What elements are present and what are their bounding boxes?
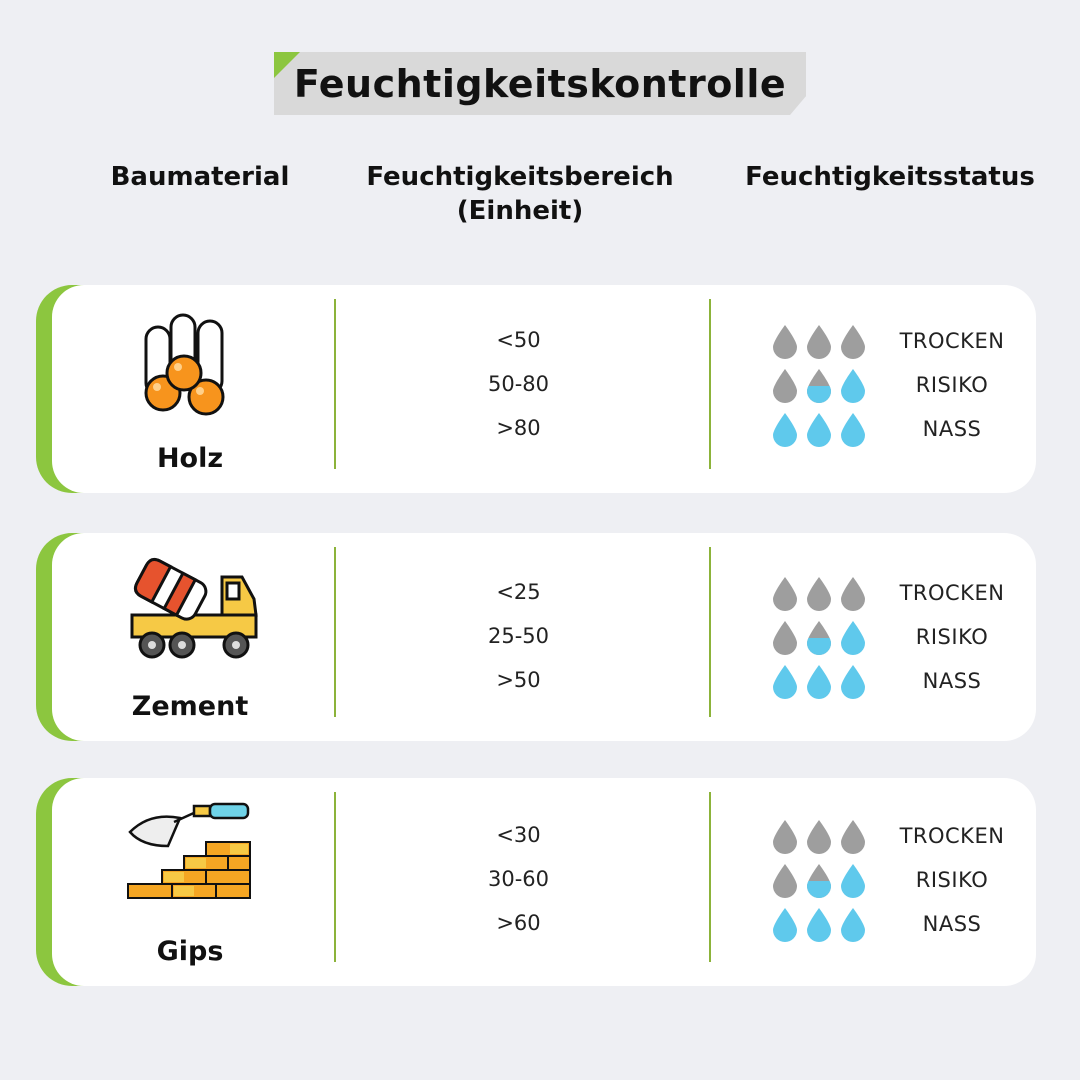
column-divider xyxy=(334,299,336,469)
status-label-dry: TROCKEN xyxy=(899,824,1005,848)
column-divider xyxy=(709,299,711,469)
range-list: <30 30-60 >60 xyxy=(416,820,621,952)
wet-drops-icon xyxy=(770,906,882,942)
material-card-zement: Zement <25 25-50 >50 TROCKEN RISIKO xyxy=(36,533,1036,741)
status-label-wet: NASS xyxy=(922,417,982,441)
range-dry: <25 xyxy=(496,580,541,604)
column-divider xyxy=(334,792,336,962)
status-row-wet: NASS xyxy=(770,659,1030,703)
header-range-line1: Feuchtigkeitsbereich xyxy=(366,162,674,192)
status-label-dry: TROCKEN xyxy=(899,329,1005,353)
status-row-dry: TROCKEN xyxy=(770,571,1030,615)
trowel-bricks-icon xyxy=(124,802,254,906)
range-wet: >50 xyxy=(496,668,541,692)
wet-drops-icon xyxy=(770,663,882,699)
dry-drops-icon xyxy=(770,323,882,359)
risk-drops-icon xyxy=(770,619,882,655)
header-range: Feuchtigkeitsbereich (Einheit) xyxy=(340,160,700,228)
page-title: Feuchtigkeitskontrolle xyxy=(293,61,787,106)
range-dry: <50 xyxy=(496,328,541,352)
title-background xyxy=(274,52,806,115)
risk-drops-icon xyxy=(770,862,882,898)
cement-mixer-truck-icon xyxy=(128,555,268,665)
range-risk: 30-60 xyxy=(487,867,550,891)
header-range-line2: (Einheit) xyxy=(456,196,584,226)
range-wet: >60 xyxy=(496,911,541,935)
header-material: Baumaterial xyxy=(110,162,290,192)
range-risk: 25-50 xyxy=(487,624,550,648)
status-row-risk: RISIKO xyxy=(770,615,1030,659)
column-divider xyxy=(709,547,711,717)
status-label-risk: RISIKO xyxy=(915,625,989,649)
status-row-dry: TROCKEN xyxy=(770,814,1030,858)
status-label-dry: TROCKEN xyxy=(899,581,1005,605)
header-status: Feuchtigkeitsstatus xyxy=(745,162,1035,192)
status-row-wet: NASS xyxy=(770,902,1030,946)
wood-logs-icon xyxy=(126,307,266,417)
wet-drops-icon xyxy=(770,411,882,447)
status-list: TROCKEN RISIKO NASS xyxy=(770,814,1030,946)
risk-drops-icon xyxy=(770,367,882,403)
status-row-wet: NASS xyxy=(770,407,1030,451)
material-card-gips: Gips <30 30-60 >60 TROCKEN RISIKO xyxy=(36,778,1036,986)
range-list: <50 50-80 >80 xyxy=(416,325,621,457)
status-list: TROCKEN RISIKO NASS xyxy=(770,571,1030,703)
column-divider xyxy=(709,792,711,962)
status-list: TROCKEN RISIKO NASS xyxy=(770,319,1030,451)
title-corner-accent xyxy=(274,52,300,78)
dry-drops-icon xyxy=(770,818,882,854)
status-row-risk: RISIKO xyxy=(770,363,1030,407)
dry-drops-icon xyxy=(770,575,882,611)
status-row-risk: RISIKO xyxy=(770,858,1030,902)
range-risk: 50-80 xyxy=(487,372,550,396)
material-name: Gips xyxy=(156,936,224,967)
material-name: Zement xyxy=(131,691,249,722)
status-row-dry: TROCKEN xyxy=(770,319,1030,363)
status-label-risk: RISIKO xyxy=(915,868,989,892)
material-name: Holz xyxy=(156,443,224,474)
material-card-holz: Holz <50 50-80 >80 TROCKEN RISIKO xyxy=(36,285,1036,493)
range-wet: >80 xyxy=(496,416,541,440)
status-label-risk: RISIKO xyxy=(915,373,989,397)
range-dry: <30 xyxy=(496,823,541,847)
column-divider xyxy=(334,547,336,717)
status-label-wet: NASS xyxy=(922,669,982,693)
status-label-wet: NASS xyxy=(922,912,982,936)
range-list: <25 25-50 >50 xyxy=(416,577,621,709)
